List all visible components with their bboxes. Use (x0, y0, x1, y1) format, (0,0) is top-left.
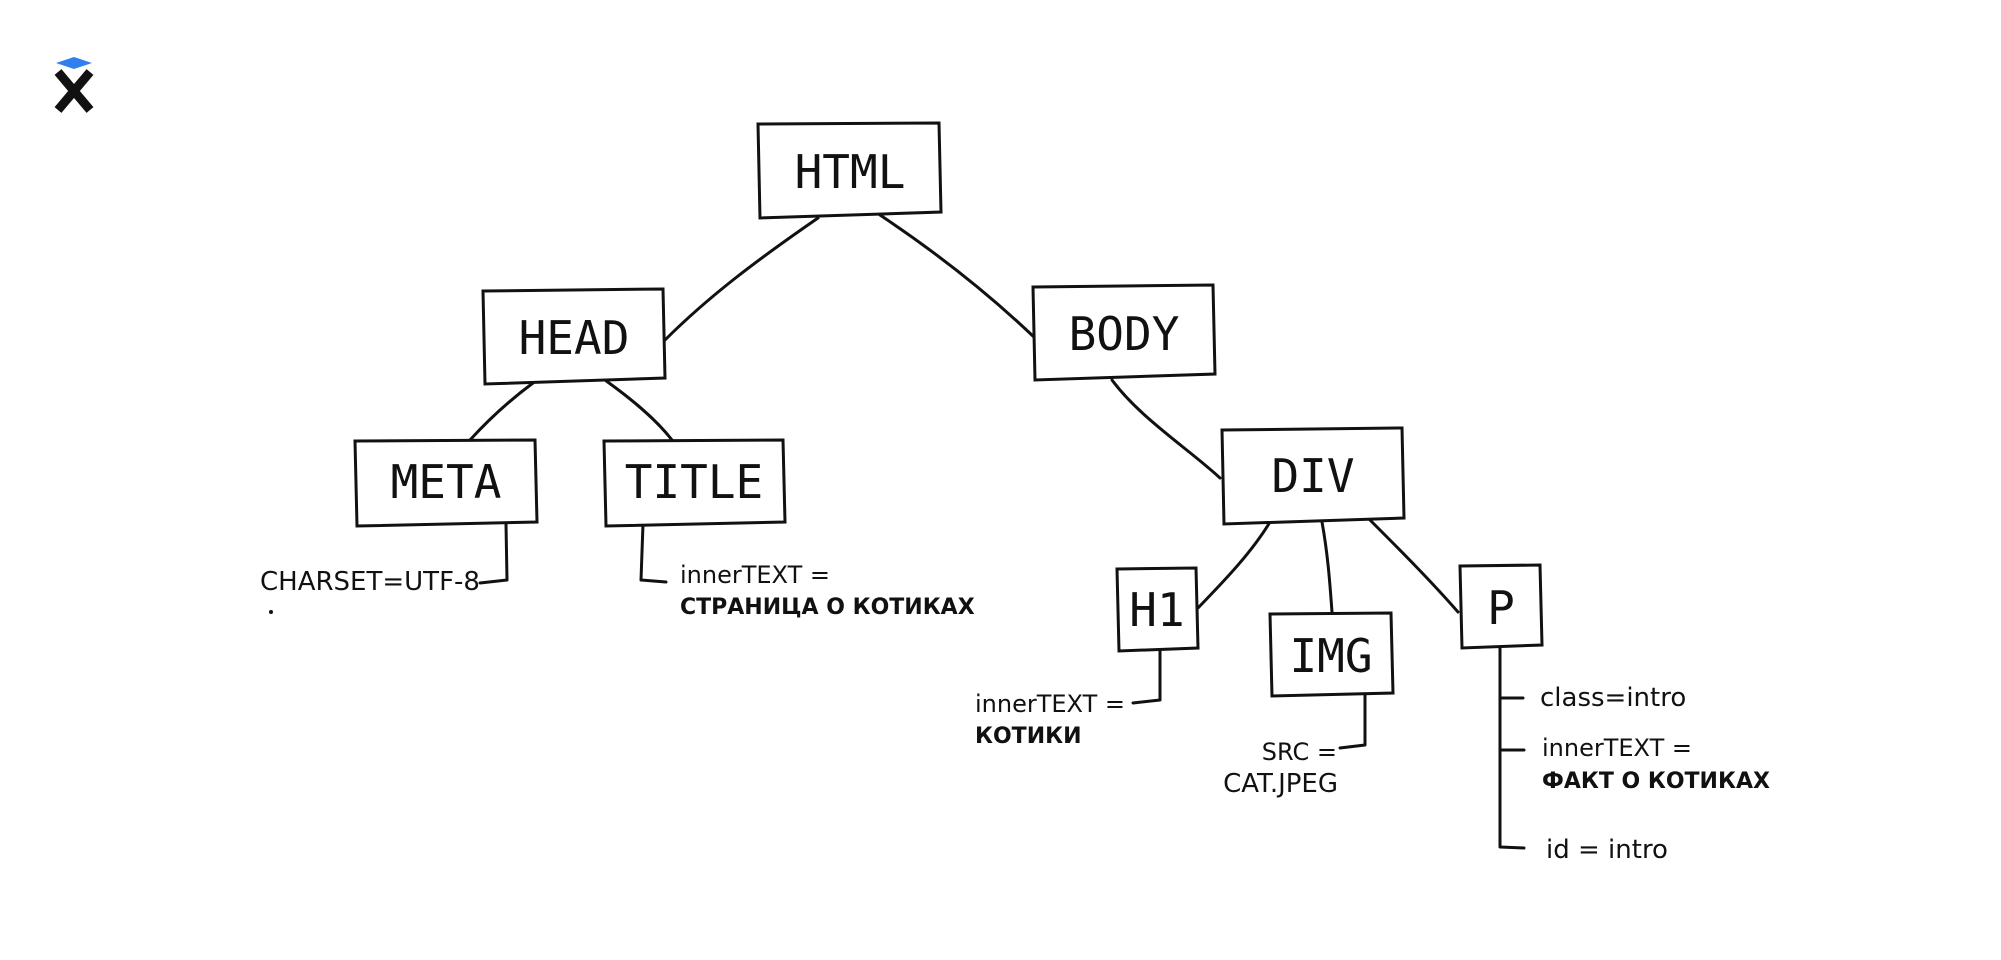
edge-html-head (663, 216, 820, 342)
node-div-label: DIV (1271, 449, 1354, 503)
node-body: BODY (1031, 283, 1217, 382)
edge-div-p (1368, 518, 1460, 614)
edge-div-h1 (1196, 520, 1272, 610)
attr-title-innertext-value: СТРАНИЦА О КОТИКАХ (680, 595, 975, 620)
attr-h1-innertext-key: innerTEXT = (975, 690, 1125, 718)
attr-img-src-key: SRC = (1262, 738, 1337, 766)
node-html-label: HTML (795, 145, 906, 199)
attr-p-id: id = intro (1546, 835, 1668, 865)
attr-meta-charset: CHARSET=UTF-8 (260, 567, 480, 597)
node-img-label: IMG (1289, 629, 1372, 683)
attr-p-innertext-value: ФАКТ О КОТИКАХ (1542, 769, 1770, 794)
connector-p-attributes (1498, 646, 1526, 850)
node-h1-label: H1 (1129, 583, 1184, 637)
attr-h1-innertext-value: КОТИКИ (975, 724, 1082, 749)
connector-title-innertext (639, 522, 668, 584)
node-meta-label: META (391, 455, 502, 509)
node-head: HEAD (481, 287, 667, 386)
logo-x (54, 57, 94, 113)
logo-letter-x (54, 69, 94, 113)
node-title-label: TITLE (625, 455, 763, 509)
edge-html-body (878, 213, 1037, 340)
node-body-label: BODY (1069, 307, 1180, 361)
node-h1: H1 (1115, 566, 1200, 653)
node-p-label: P (1487, 581, 1515, 635)
node-meta: META (353, 438, 539, 528)
node-p: P (1458, 563, 1544, 650)
edge-head-title (603, 378, 674, 442)
attr-p-innertext-key: innerTEXT = (1542, 734, 1692, 762)
attr-p-class: class=intro (1540, 683, 1686, 713)
connector-meta-charset (478, 522, 509, 585)
node-title: TITLE (602, 438, 787, 528)
edge-head-meta (468, 381, 535, 442)
connector-img-src (1338, 693, 1367, 750)
node-head-label: HEAD (519, 311, 630, 365)
edge-div-img (1320, 520, 1334, 614)
attr-img-src-value: CAT.JPEG (1223, 769, 1338, 799)
stray-dot (269, 610, 273, 614)
edge-body-div (1110, 378, 1222, 480)
node-div: DIV (1220, 426, 1406, 526)
logo-top-diamond (56, 57, 92, 69)
connector-h1-innertext (1131, 648, 1162, 705)
node-html: HTML (756, 121, 943, 220)
attr-title-innertext-key: innerTEXT = (680, 561, 830, 589)
node-img: IMG (1268, 611, 1395, 698)
